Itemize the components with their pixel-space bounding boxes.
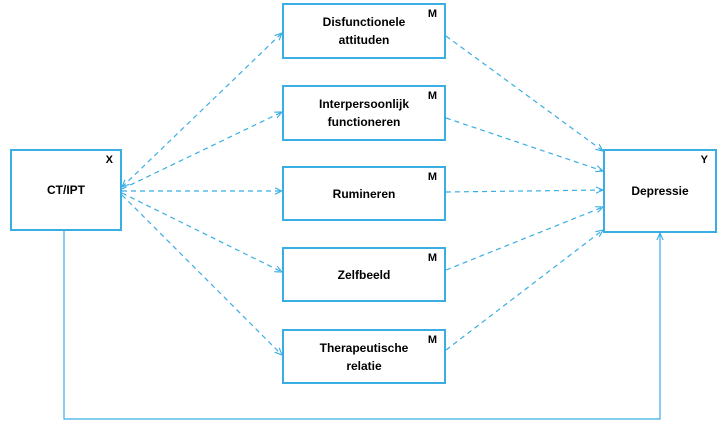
mediator-therapeutische-relatie: Therapeutische relatie M — [282, 329, 446, 384]
node-y-tag: Y — [700, 154, 708, 166]
path-x-to-m4 — [121, 192, 282, 272]
mediator-rumineren: Rumineren M — [282, 166, 446, 221]
path-x-to-m2 — [121, 112, 282, 190]
mediator-interpersoonlijk-functioneren: Interpersoonlijk functioneren M — [282, 85, 446, 141]
path-m3-to-y — [445, 190, 603, 192]
path-m1-to-y — [445, 35, 603, 151]
mediator-label: Interpersoonlijk functioneren — [318, 97, 410, 129]
path-m5-to-y — [445, 230, 603, 351]
mediator-disfunctionele-attituden: Disfunctionele attituden M — [282, 3, 446, 59]
node-y-label: Depressie — [631, 184, 689, 198]
node-x: CT/IPT X — [10, 149, 122, 231]
node-x-tag: X — [105, 154, 113, 166]
mediator-tag: M — [427, 171, 437, 183]
path-x-to-m1 — [122, 33, 282, 187]
mediator-label: Disfunctionele attituden — [322, 15, 406, 47]
node-x-label: CT/IPT — [47, 183, 85, 197]
mediator-zelfbeeld: Zelfbeeld M — [282, 247, 446, 302]
mediator-tag: M — [427, 252, 437, 264]
mediator-tag: M — [427, 90, 437, 102]
direct-path-x-to-y — [63, 231, 660, 420]
path-x-to-m5 — [121, 194, 282, 355]
mediator-tag: M — [427, 8, 437, 20]
mediator-label: Rumineren — [332, 186, 396, 201]
node-y: Depressie Y — [603, 149, 717, 233]
mediator-tag: M — [427, 334, 437, 346]
mediator-label: Zelfbeeld — [337, 267, 391, 282]
path-m2-to-y — [445, 117, 603, 171]
mediator-label: Therapeutische relatie — [319, 340, 409, 373]
path-m4-to-y — [445, 207, 603, 271]
